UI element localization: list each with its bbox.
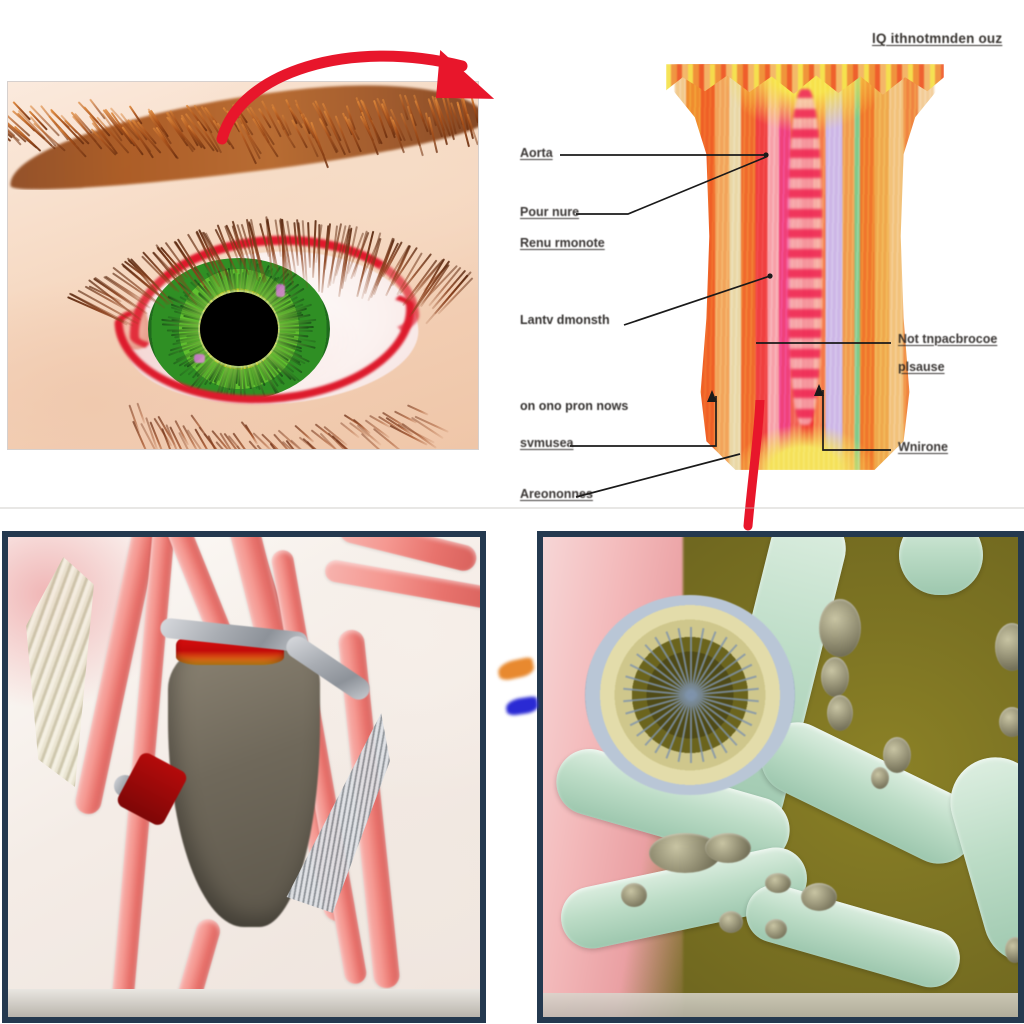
cell-inclusion	[827, 695, 853, 731]
display-surface	[543, 993, 1018, 1017]
cell-inclusion	[801, 883, 837, 911]
cell-inclusion	[819, 599, 861, 657]
leader-line-3	[624, 276, 770, 325]
histology-label-aorta: Aorta	[520, 146, 553, 160]
cell-inclusion	[765, 919, 787, 939]
anatomical-model-photo-left	[2, 531, 486, 1023]
histology-label-pour-nure: Pour nure	[520, 205, 579, 219]
cell-inclusion	[621, 883, 647, 907]
leader-line-2	[576, 157, 766, 214]
arrow-head	[436, 50, 498, 103]
cell-inclusion	[1005, 937, 1024, 963]
ring-spokes	[585, 595, 795, 795]
cell-inclusion	[821, 657, 849, 697]
orange-smudge	[497, 656, 536, 681]
histology-label-renu-rmonote: Renu rmonote	[520, 236, 605, 250]
histology-label-not-tnpacbrocoe: Not tnpacbrocoe	[898, 332, 997, 346]
panel-seam-divider	[0, 507, 1024, 509]
histology-model-photo-right	[537, 531, 1024, 1023]
cell-inclusion	[871, 767, 889, 789]
histology-label-wnirone: Wnirone	[898, 440, 948, 454]
histology-label-plsause: plsause	[898, 360, 945, 374]
display-surface	[8, 989, 480, 1017]
cell-inclusion	[765, 873, 791, 893]
cell-inclusion	[883, 737, 911, 773]
cell-inclusion	[705, 833, 751, 863]
histology-label-lantv-dmonsth: Lantv dmonsth	[520, 313, 610, 327]
gland-ring-structure	[585, 595, 795, 795]
histology-label-on-ono-pron-nows: on ono pron nows	[520, 399, 628, 413]
leader-dot-a	[763, 152, 768, 157]
histology-label-areononnes: Areononnes	[520, 487, 593, 501]
cell-inclusion	[719, 911, 743, 933]
cell-inclusion	[999, 707, 1024, 737]
histology-label-svmusea: svmusea	[520, 436, 574, 450]
arrow-shaft	[222, 56, 462, 139]
cell-inclusion	[995, 623, 1024, 671]
red-pointer-line	[700, 400, 880, 540]
figure-title: lQ ithnotmnden ouz	[872, 31, 1024, 46]
blue-smudge	[505, 696, 539, 716]
leader-dot-b	[767, 273, 772, 278]
